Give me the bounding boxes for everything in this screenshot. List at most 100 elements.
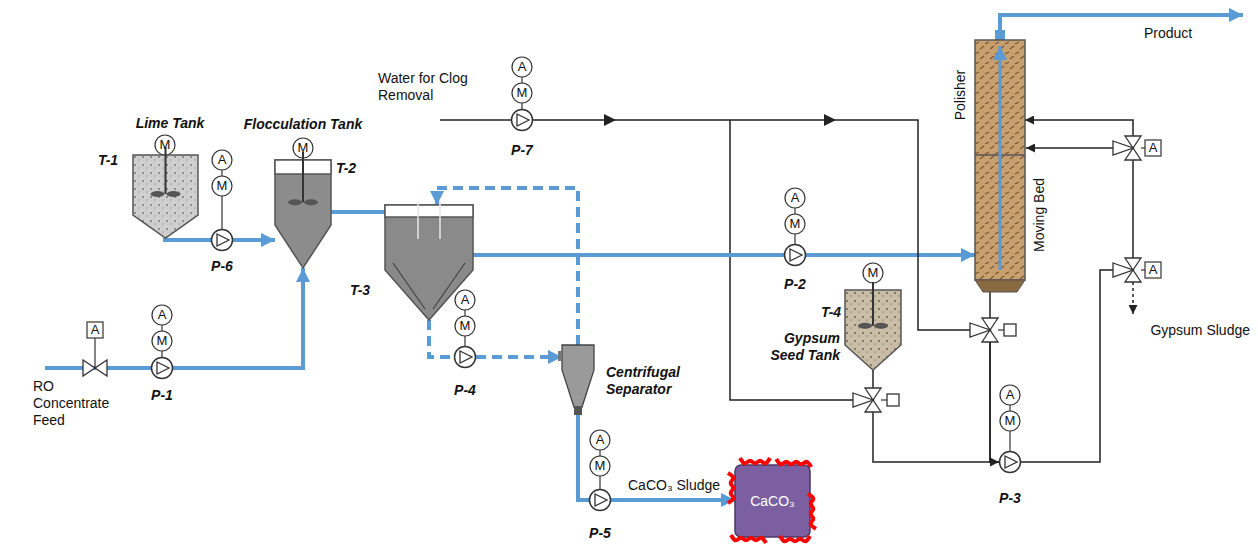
water-line (440, 119, 511, 121)
stem (221, 160, 222, 240)
instrument-letter: M (460, 318, 471, 334)
equipment-name: Flocculation Tank (244, 116, 363, 133)
centrifugal-separator: Centrifugal Separator (562, 345, 594, 415)
stream-label: Product (1144, 25, 1192, 42)
stem (998, 329, 1004, 330)
equipment-name: T-4 (821, 304, 841, 321)
clarifier: T-3 (385, 205, 473, 320)
pump: P-3 (999, 451, 1021, 473)
equipment-tag: Gypsum Seed Tank (755, 330, 840, 364)
instrument-letter: M (1005, 413, 1016, 429)
separator-inlet (558, 351, 562, 361)
sludge-squiggle (780, 536, 810, 541)
product-line (1000, 15, 1243, 30)
stream-label: CaCO₃ Sludge (628, 477, 720, 494)
lime-tank: Lime TankT-1 (133, 155, 198, 238)
instrument-circle (590, 430, 610, 450)
instrument-letter: A (791, 190, 800, 206)
sludge-squiggle (776, 459, 811, 467)
clarifier-body (385, 205, 473, 320)
sludge-outlet (1132, 282, 1134, 314)
pump: P-2 (784, 244, 806, 266)
instrument-letter: M (595, 458, 606, 474)
stream-label: Water for Clog Removal (378, 70, 470, 104)
valve-symbol (853, 388, 881, 412)
pump: P-4 (454, 346, 476, 368)
pipe-lines (45, 15, 1243, 400)
instrument-circle (155, 135, 175, 155)
instrument-circle (212, 176, 232, 196)
instrument-letter: A (518, 59, 527, 75)
agitator-blade (288, 199, 302, 205)
pump: P-1 (151, 357, 173, 379)
pump-impeller (790, 249, 802, 261)
process-pipe (611, 498, 735, 502)
actuator-box (887, 394, 899, 406)
pump-tag: P-5 (589, 525, 611, 542)
pump-impeller (517, 114, 529, 126)
agitator-blade (874, 323, 888, 329)
pump-casing (785, 245, 806, 266)
water-branch (730, 120, 853, 400)
pump-tag: P-6 (211, 258, 233, 275)
centrifugal-separator-outline (562, 345, 594, 415)
recycle-branch (1026, 147, 1121, 149)
instrument-circle (863, 263, 883, 283)
pump-casing (212, 230, 233, 251)
instrument-letter: A (461, 292, 470, 308)
flocculation-tank-outline (275, 160, 331, 268)
process-pipe (1021, 120, 1133, 462)
instrument-circle (455, 290, 475, 310)
instrument-circle (512, 57, 532, 77)
pump-tag: P-2 (784, 276, 806, 293)
moving-bed-column-outline (975, 40, 1025, 292)
process-pipe (806, 253, 975, 257)
equipment-tag: T-1 (98, 152, 118, 169)
instrument-circle (1000, 411, 1020, 431)
pump-impeller (157, 362, 169, 374)
equipment-name: T-3 (350, 282, 370, 299)
column-bottom (975, 280, 1025, 292)
agitator-blade (167, 191, 181, 197)
instrument-circle (590, 456, 610, 476)
lime-tank-outline (133, 155, 198, 238)
pump-tag: P-1 (151, 387, 173, 404)
moving-bed-column: PolisherMoving Bed (975, 40, 1025, 292)
instrument-letter: M (868, 265, 879, 281)
pump-impeller (460, 351, 472, 363)
process-pipe (233, 238, 275, 242)
actuator-box (1145, 140, 1161, 156)
sludge-squiggle (728, 473, 733, 503)
pump-tag: P-7 (511, 142, 533, 159)
pump-casing (455, 347, 476, 368)
liquid-level (385, 205, 473, 217)
valve-symbol (1113, 136, 1141, 160)
instrument-circle (152, 305, 172, 325)
pump-casing (152, 358, 173, 379)
recycle-pipe (476, 355, 562, 359)
instrument-circle (455, 316, 475, 336)
bin-body (735, 465, 810, 537)
sludge-squiggle (731, 535, 766, 543)
instrument-letter: A (218, 152, 227, 168)
pump: P-5 (589, 489, 611, 511)
equipment-name: Centrifugal Separator (606, 364, 706, 398)
pump-outline (589, 489, 611, 511)
clarifier-outline (385, 205, 473, 320)
valve-symbol (970, 318, 998, 342)
pump-outline (511, 109, 533, 131)
agitator-blade (151, 191, 165, 197)
pump-outline (151, 357, 173, 379)
stream-label: Gypsum Sludge (1150, 322, 1250, 339)
pump-casing (1000, 452, 1021, 473)
actuator-box (1004, 324, 1016, 336)
instrument-letter: M (790, 216, 801, 232)
pump-casing (512, 110, 533, 131)
agitator-shaft (302, 152, 304, 202)
recycle-pipe (429, 320, 454, 357)
instrument-circle (152, 331, 172, 351)
instrument-letter: M (217, 178, 228, 194)
process-pipe (165, 238, 211, 240)
